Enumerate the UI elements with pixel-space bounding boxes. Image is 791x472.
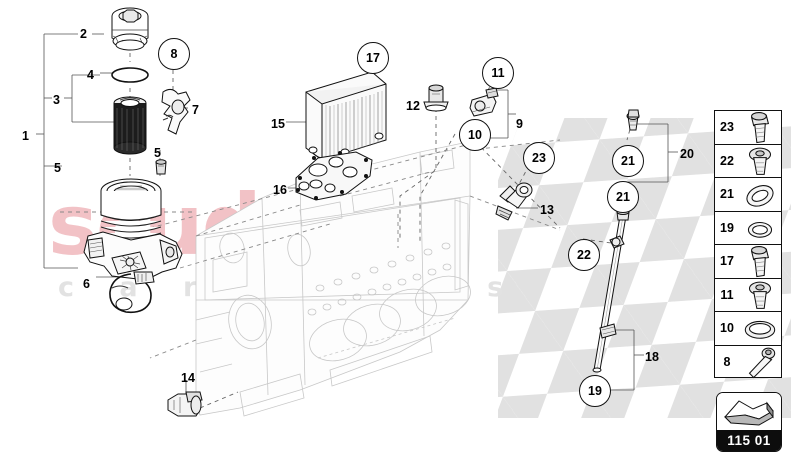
legend-row-22[interactable]: 22 xyxy=(715,145,781,178)
legend-row-19[interactable]: 19 xyxy=(715,212,781,245)
callout-21[interactable]: 21 xyxy=(612,145,644,177)
oil-filter-element xyxy=(113,96,147,155)
filter-bracket xyxy=(161,88,191,135)
part-number-7[interactable]: 7 xyxy=(192,103,199,117)
part-number-16[interactable]: 16 xyxy=(273,183,287,197)
part-number-18[interactable]: 18 xyxy=(645,350,659,364)
part-number-5[interactable]: 5 xyxy=(154,146,161,160)
oil-pressure-switch xyxy=(167,391,203,417)
callout-8[interactable]: 8 xyxy=(158,38,190,70)
hose-clamp xyxy=(109,271,155,314)
part-number-13[interactable]: 13 xyxy=(540,203,554,217)
oil-filter-housing xyxy=(83,178,183,281)
dipstick-bolt xyxy=(626,109,640,131)
part-number-14[interactable]: 14 xyxy=(181,371,195,385)
callout-11[interactable]: 11 xyxy=(482,57,514,89)
dipstick-guide-tube xyxy=(592,209,630,373)
oil-sensor xyxy=(469,87,499,117)
legend-number: 10 xyxy=(720,321,734,336)
pan-head-bolt-icon xyxy=(739,279,781,312)
o-ring-icon xyxy=(739,212,781,245)
callout-21[interactable]: 21 xyxy=(607,181,639,213)
diagram-id-badge: 115 01 xyxy=(716,392,782,452)
legend-number: 17 xyxy=(720,254,734,269)
socket-head-bolt-icon xyxy=(739,245,781,278)
legend-row-8[interactable]: 8 xyxy=(715,346,781,380)
diagram-shape-icon xyxy=(717,393,781,430)
part-number-1[interactable]: 1 xyxy=(22,129,29,143)
pan-head-bolt-icon xyxy=(739,145,781,178)
part-number-5[interactable]: 5 xyxy=(54,161,61,175)
legend-number: 11 xyxy=(720,287,734,302)
legend-row-21[interactable]: 21 xyxy=(715,178,781,212)
filter-o-ring xyxy=(111,67,149,83)
filter-valve xyxy=(155,159,167,175)
callout-17[interactable]: 17 xyxy=(357,42,389,74)
socket-head-bolt-icon xyxy=(739,111,781,144)
legend-row-17[interactable]: 17 xyxy=(715,245,781,279)
flat-washer-ring-icon xyxy=(739,312,781,345)
oil-cooler-gasket xyxy=(295,151,373,201)
part-number-15[interactable]: 15 xyxy=(271,117,285,131)
callout-10[interactable]: 10 xyxy=(459,119,491,151)
part-number-3[interactable]: 3 xyxy=(53,93,60,107)
parts-legend-table: 23 22 21 19 17 11 10 8 xyxy=(714,110,782,378)
legend-row-10[interactable]: 10 xyxy=(715,312,781,346)
part-number-12[interactable]: 12 xyxy=(406,99,420,113)
legend-number: 21 xyxy=(720,187,734,202)
callout-23[interactable]: 23 xyxy=(523,142,555,174)
oil-filter-cap xyxy=(111,7,149,51)
callout-22[interactable]: 22 xyxy=(568,239,600,271)
part-number-6[interactable]: 6 xyxy=(83,277,90,291)
legend-number: 23 xyxy=(720,120,734,135)
diagram-id-text: 115 01 xyxy=(717,430,781,451)
oval-seal-ring-icon xyxy=(739,178,781,211)
long-socket-bolt-icon xyxy=(739,346,781,380)
legend-number: 8 xyxy=(723,355,731,370)
part-number-20[interactable]: 20 xyxy=(680,147,694,161)
oil-cooler xyxy=(305,71,387,161)
oil-spray-nozzle xyxy=(495,182,533,221)
legend-row-11[interactable]: 11 xyxy=(715,279,781,312)
threaded-plug xyxy=(423,84,449,112)
part-number-9[interactable]: 9 xyxy=(516,117,523,131)
callout-19[interactable]: 19 xyxy=(579,375,611,407)
part-number-4[interactable]: 4 xyxy=(87,68,94,82)
legend-number: 19 xyxy=(720,220,734,235)
part-number-2[interactable]: 2 xyxy=(80,27,87,41)
legend-row-23[interactable]: 23 xyxy=(715,111,781,145)
legend-number: 22 xyxy=(720,153,734,168)
